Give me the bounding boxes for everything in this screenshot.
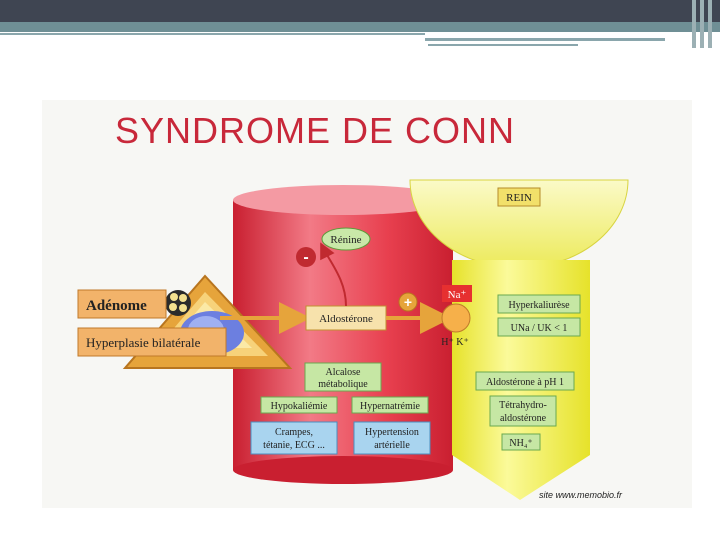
sodium-box <box>442 285 472 302</box>
slide-top-bar <box>0 0 720 22</box>
feedback-arrow <box>320 242 347 307</box>
exchange-label: H⁺ K⁺ <box>441 337 469 348</box>
hypokaliemie-box <box>260 396 338 414</box>
ratio-label: UNa / UK < 1 <box>511 323 568 334</box>
rein-box <box>497 187 541 207</box>
hypertension-box <box>353 421 431 455</box>
adenome-label: Adénome <box>86 298 147 314</box>
decor-rule <box>428 44 578 46</box>
hypertension-line1: Hypertension <box>365 427 419 438</box>
decor-rule <box>425 38 665 41</box>
nh4-box <box>501 433 541 451</box>
alcalose-line1: Alcalose <box>326 367 362 378</box>
hyperplasie-box <box>77 327 227 357</box>
decor-rule <box>0 33 425 35</box>
tetrahydro-line1: Tétrahydro- <box>499 400 547 411</box>
minus-sign-label: - <box>303 249 308 266</box>
tetrahydro-line2: aldostérone <box>500 413 547 424</box>
decor-stripe <box>692 0 696 48</box>
aldosterone-label: Aldostérone <box>319 313 373 325</box>
tubule-cell <box>441 303 471 333</box>
hyperkaliurese-label: Hyperkaliurèse <box>508 300 570 311</box>
aldo-ph-label: Aldostérone à pH 1 <box>486 377 564 388</box>
aldosterone-box <box>305 305 387 331</box>
alcalose-line2: métabolique <box>318 379 368 390</box>
hypernatremie-label: Hypernatrémie <box>360 401 421 412</box>
diagram-title: SYNDROME DE CONN <box>115 110 515 151</box>
slide-accent-bar <box>0 22 720 32</box>
plus-sign <box>398 292 418 312</box>
tetrahydro-box <box>489 395 557 427</box>
crampes-line1: Crampes, <box>275 427 313 438</box>
nh4-label: NH₄⁺ <box>509 438 532 449</box>
source-caption: site www.memobio.fr <box>539 490 623 500</box>
crampes-line2: tétanie, ECG ... <box>263 440 325 451</box>
hyperkaliurese-box <box>497 294 581 314</box>
systemic-effects: Alcalose métabolique Hypokaliémie Hypern… <box>250 362 431 455</box>
aldo-ph-box <box>475 371 575 391</box>
renal-effects: Hyperkaliurèse UNa / UK < 1 Aldostérone … <box>475 294 581 451</box>
crampes-box <box>250 421 338 455</box>
ratio-box <box>497 317 581 337</box>
renine-label: Rénine <box>330 234 361 246</box>
adenome-box <box>77 289 167 319</box>
hyperplasie-label: Hyperplasie bilatérale <box>86 335 201 350</box>
tumor-cluster-icon <box>165 290 191 316</box>
minus-sign <box>296 247 316 267</box>
decor-stripe <box>708 0 712 48</box>
sodium-label: Na⁺ <box>448 289 467 301</box>
hypertension-line2: artérielle <box>374 440 410 451</box>
rein-label: REIN <box>506 192 532 204</box>
plus-sign-label: + <box>404 294 412 310</box>
decor-stripe <box>700 0 704 48</box>
hypokaliemie-label: Hypokaliémie <box>271 401 328 412</box>
alcalose-box <box>304 362 382 392</box>
hypernatremie-box <box>351 396 429 414</box>
